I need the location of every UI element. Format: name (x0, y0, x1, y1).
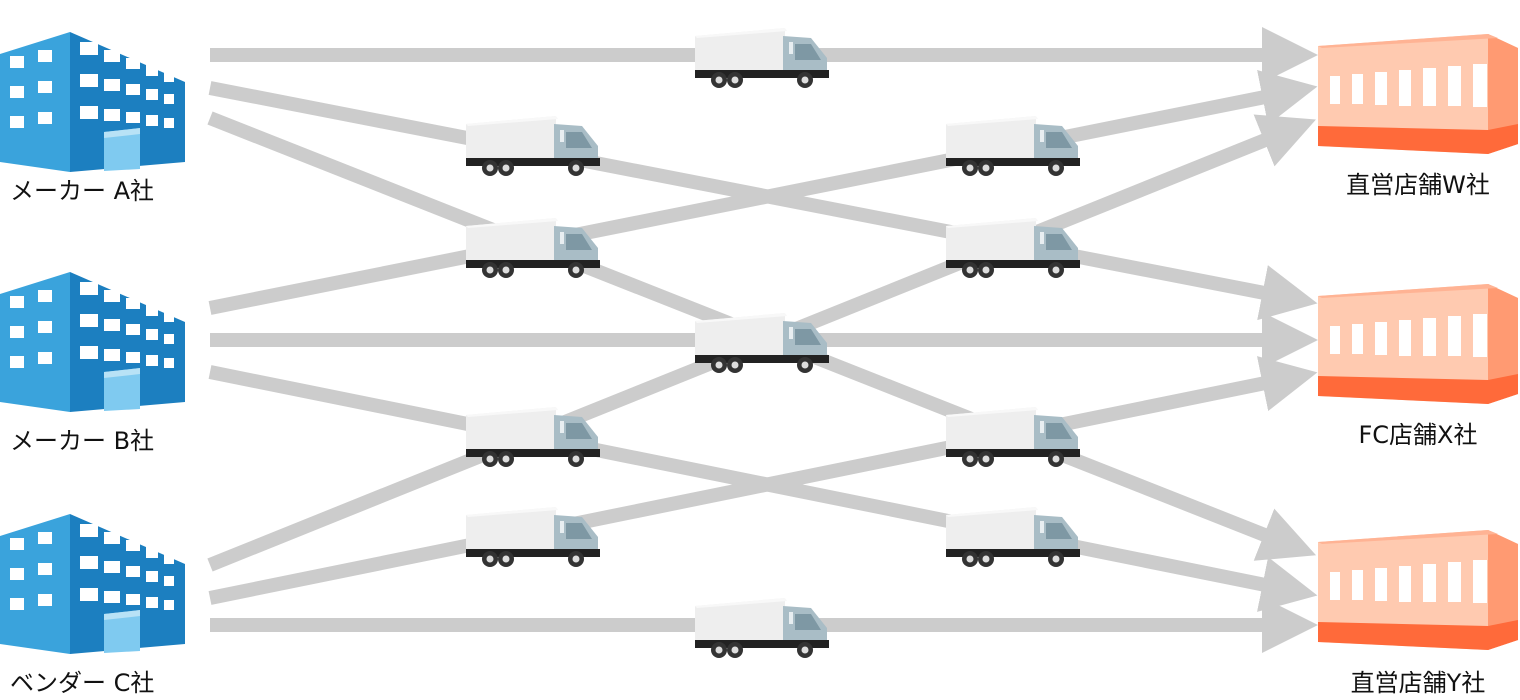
store-building-icon (1318, 284, 1518, 404)
truck-icon (695, 598, 829, 658)
route-b-w (208, 70, 1318, 315)
destination-label-store-w: 直営店舗W社 (1346, 171, 1490, 199)
factory-building-icon (0, 514, 185, 654)
truck-icon (946, 507, 1080, 567)
source-label-maker-a: メーカー A社 (10, 177, 155, 205)
destination-stores (1318, 34, 1518, 650)
truck-icon (946, 407, 1080, 467)
source-label-maker-b: メーカー B社 (10, 427, 155, 455)
store-building-icon (1318, 34, 1518, 154)
truck-icon (946, 116, 1080, 176)
route-c-x (208, 356, 1318, 605)
store-building-icon (1318, 530, 1518, 650)
source-label-vendor-c: ベンダー C社 (10, 669, 155, 697)
destination-label-store-y: 直営店舗Y社 (1350, 669, 1486, 697)
factory-building-icon (0, 272, 185, 412)
destination-label-store-x: FC店舗X社 (1358, 421, 1478, 449)
truck-icon (466, 116, 600, 176)
factory-building-icon (0, 32, 185, 172)
source-buildings (0, 32, 185, 654)
truck-icon (695, 28, 829, 88)
